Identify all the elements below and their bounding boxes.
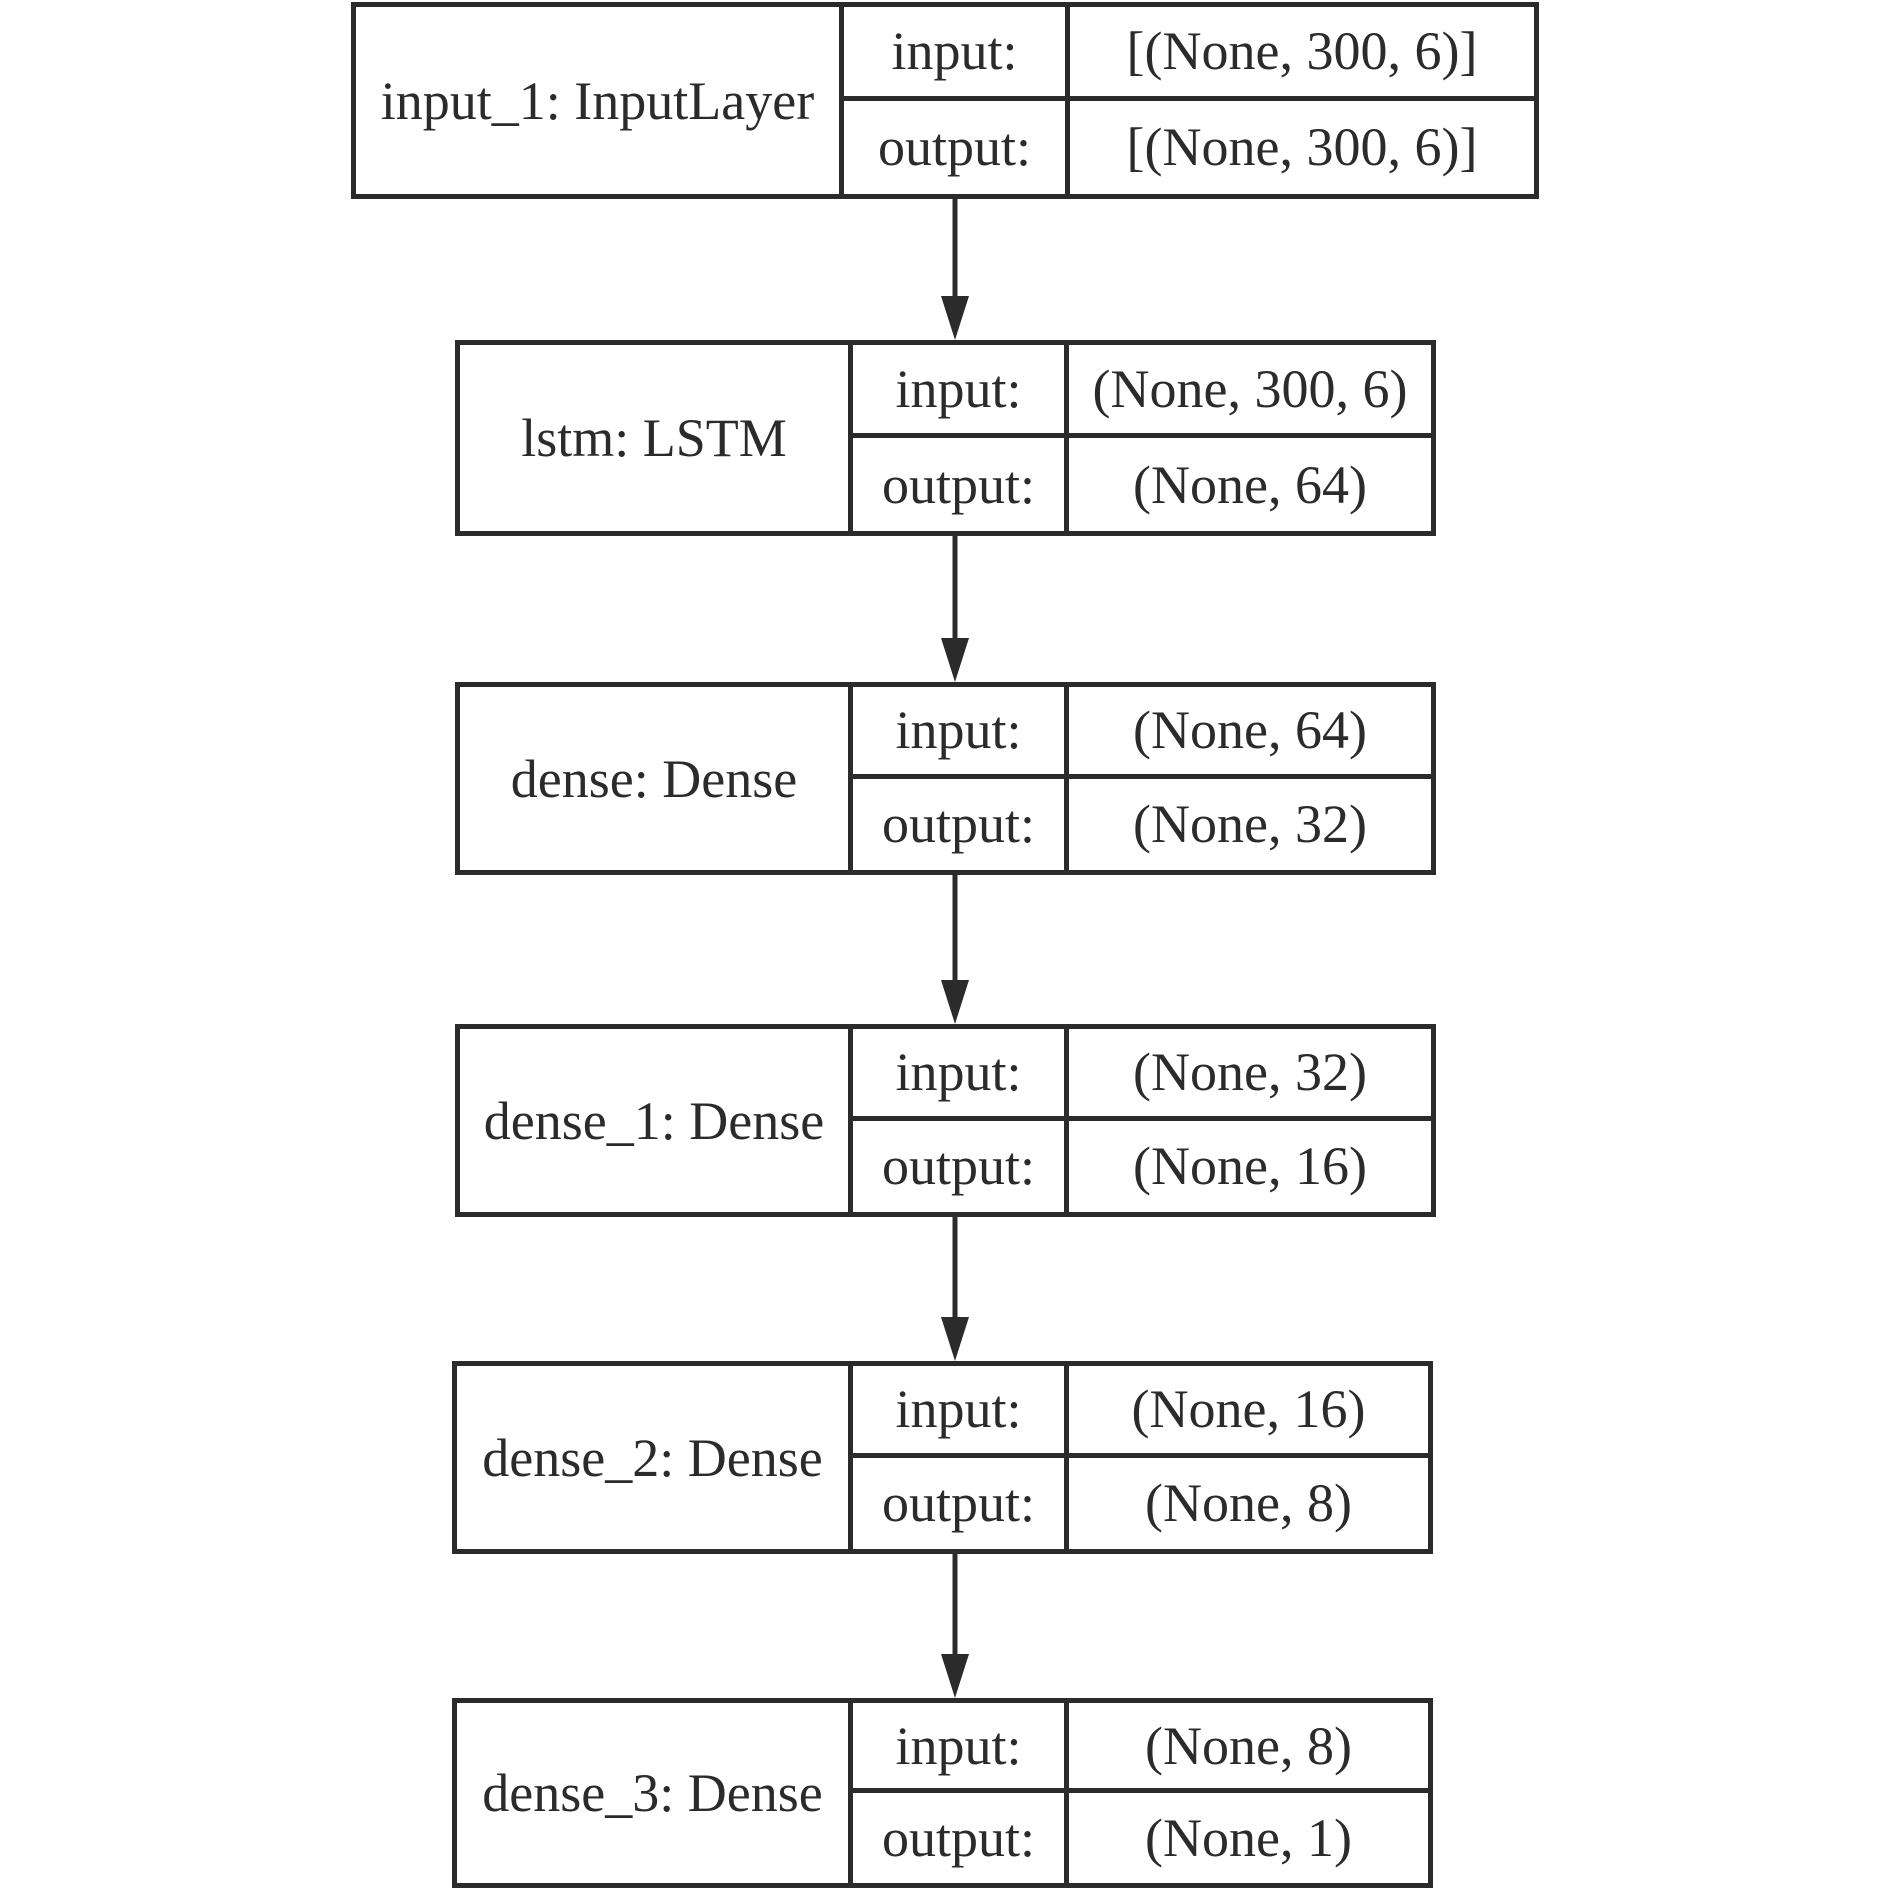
arrowhead-icon: [941, 1654, 969, 1698]
layer-node-lstm: lstm: LSTM input: (None, 300, 6) output:…: [455, 340, 1436, 536]
output-label: output:: [853, 438, 1069, 531]
output-label: output:: [853, 778, 1069, 870]
layer-name: lstm: LSTM: [460, 345, 853, 531]
input-label: input:: [853, 1703, 1069, 1793]
input-label: input:: [853, 1029, 1069, 1121]
input-shape: (None, 16): [1069, 1366, 1428, 1458]
layer-name: dense: Dense: [460, 687, 853, 870]
layer-name: dense_3: Dense: [457, 1703, 853, 1883]
output-shape: (None, 1): [1145, 1808, 1352, 1868]
output-label: output:: [853, 1793, 1069, 1883]
edge-lstm-to-dense: [941, 536, 969, 682]
output-label: output:: [853, 1457, 1069, 1549]
layer-node-dense-3: dense_3: Dense input: (None, 8) output: …: [452, 1698, 1433, 1888]
output-shape: (None, 64): [1133, 454, 1367, 515]
layer-name: input_1: InputLayer: [356, 7, 844, 194]
input-shape: [(None, 300, 6)]: [1070, 7, 1534, 101]
input-shape: (None, 32): [1069, 1029, 1431, 1121]
input-label: input:: [844, 7, 1070, 101]
edge-dense-1-to-dense-2: [941, 1217, 969, 1361]
layer-name: dense_2: Dense: [457, 1366, 853, 1549]
input-shape: (None, 64): [1069, 687, 1431, 779]
edge-input-1-to-lstm: [941, 199, 969, 340]
layer-node-dense-2: dense_2: Dense input: (None, 16) output:…: [452, 1361, 1433, 1554]
arrowhead-icon: [941, 638, 969, 682]
output-label: output:: [844, 100, 1070, 194]
output-shape: (None, 32): [1133, 794, 1367, 855]
input-shape: (None, 8): [1069, 1703, 1428, 1793]
output-shape: [(None, 300, 6)]: [1126, 117, 1478, 178]
layer-node-dense-1: dense_1: Dense input: (None, 32) output:…: [455, 1024, 1436, 1217]
layer-node-dense: dense: Dense input: (None, 64) output: (…: [455, 682, 1436, 875]
input-label: input:: [853, 345, 1069, 438]
edge-dense-to-dense-1: [941, 875, 969, 1024]
arrowhead-icon: [941, 980, 969, 1024]
input-label: input:: [853, 687, 1069, 779]
output-label: output:: [853, 1120, 1069, 1212]
layer-node-input-1: input_1: InputLayer input: [(None, 300, …: [351, 2, 1539, 199]
input-shape: (None, 300, 6): [1069, 345, 1431, 438]
output-shape: (None, 8): [1145, 1473, 1352, 1534]
layer-name: dense_1: Dense: [460, 1029, 853, 1212]
arrowhead-icon: [941, 296, 969, 340]
input-label: input:: [853, 1366, 1069, 1458]
output-shape: (None, 16): [1133, 1136, 1367, 1197]
arrowhead-icon: [941, 1317, 969, 1361]
edge-dense-2-to-dense-3: [941, 1554, 969, 1698]
